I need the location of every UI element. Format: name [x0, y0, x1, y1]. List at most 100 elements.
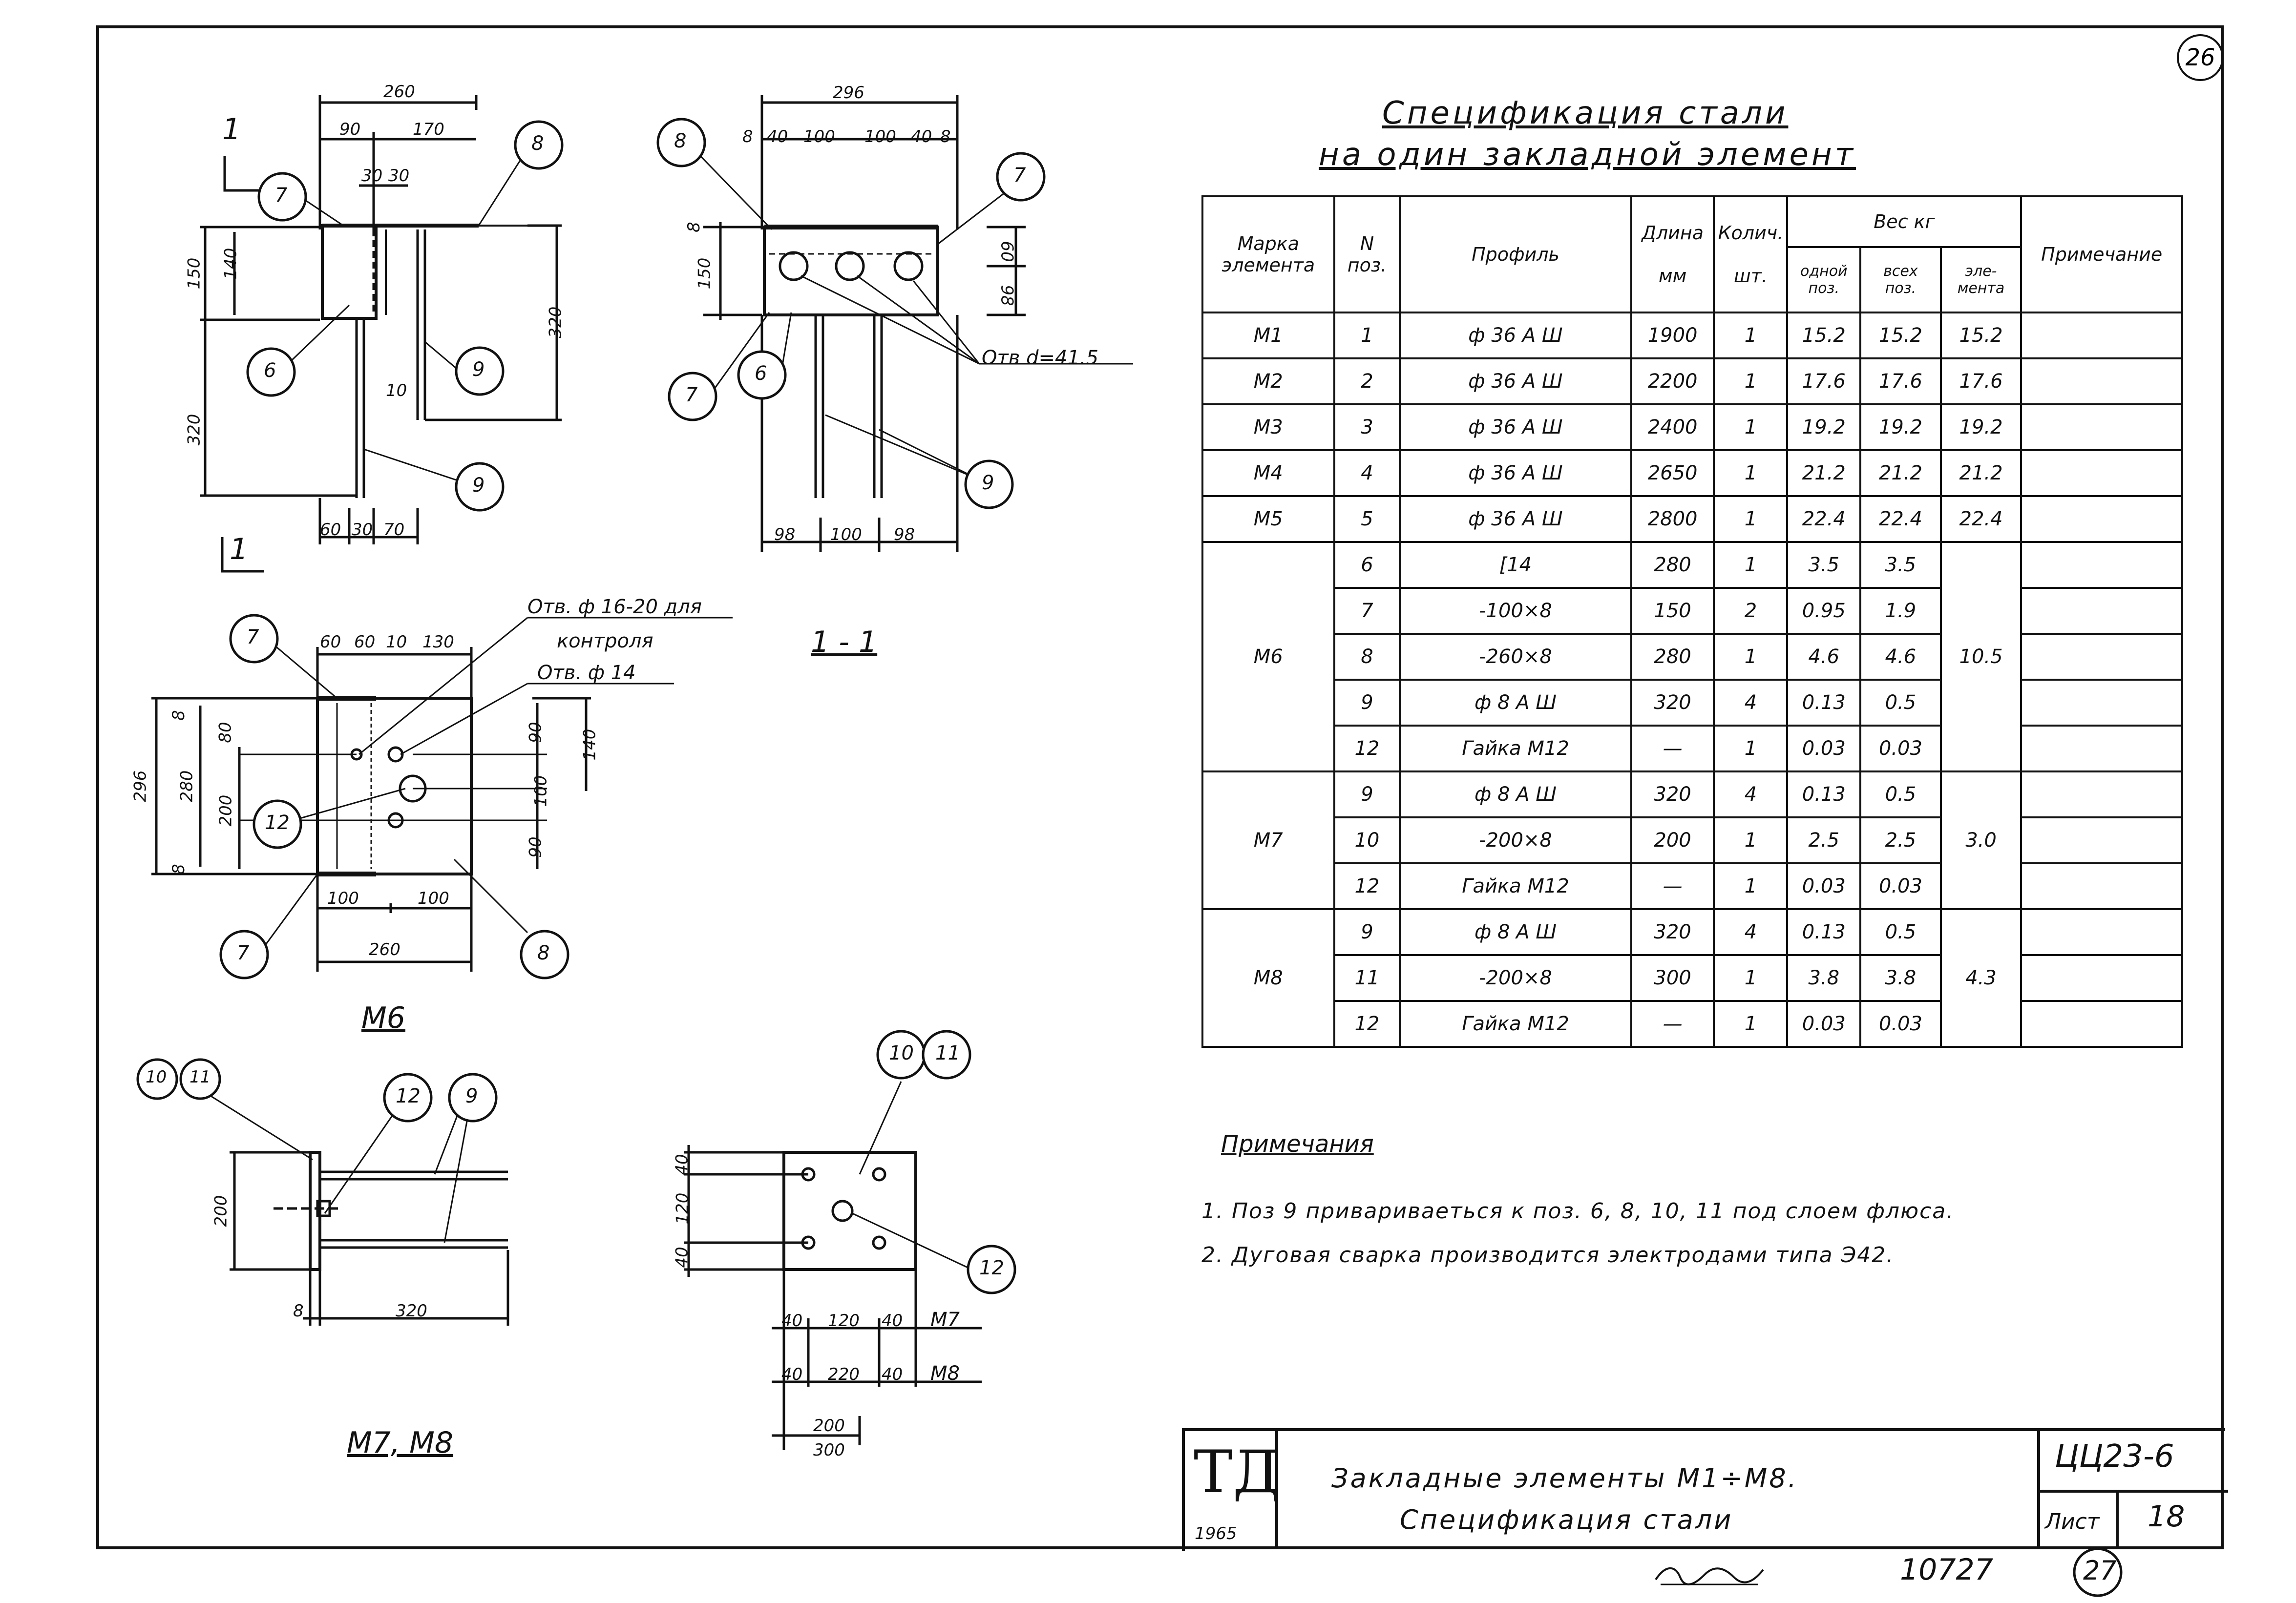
note-2: 2. Дуговая сварка производится электрода… — [1201, 1243, 1895, 1268]
cell-pos: 9 — [1333, 770, 1401, 818]
balloon-8: 8 — [674, 130, 687, 152]
dim-100a: 100 — [803, 127, 835, 146]
cell-qty: 4 — [1713, 908, 1789, 956]
note-1: 1. Поз 9 привариваеться к поз. 6, 8, 10,… — [1201, 1199, 1955, 1224]
cell-mark: М8 — [1201, 908, 1335, 1048]
cell-pos: 4 — [1333, 449, 1401, 497]
cell-qty: 1 — [1713, 312, 1789, 359]
dim-8a: 8 — [742, 127, 753, 146]
cell-qty: 1 — [1713, 449, 1789, 497]
m6-dim-100: 100 — [531, 775, 551, 807]
caption-m6: М6 — [361, 1001, 405, 1035]
cell-weight-element: 21.2 — [1939, 449, 2022, 497]
cell-note — [2020, 816, 2183, 864]
dim-98c: 98 — [894, 525, 915, 544]
sheet-frame — [96, 25, 2224, 1549]
cell-qty: 1 — [1713, 862, 1789, 910]
cell-profile: Гайка М12 — [1399, 725, 1632, 772]
plate-label-m8: М8 — [930, 1362, 960, 1385]
title-block-logo-cell: ТД 1965 — [1185, 1431, 1281, 1548]
m6-dim-260: 260 — [369, 940, 400, 959]
cell-qty: 1 — [1713, 816, 1789, 864]
cell-length: 150 — [1630, 587, 1715, 635]
balloon-8: 8 — [531, 132, 544, 155]
cell-weight-one: 0.03 — [1786, 1000, 1862, 1048]
spec-title-line1: Спецификация стали — [1382, 95, 1789, 131]
cell-pos: 12 — [1333, 862, 1401, 910]
view-front-section — [693, 95, 1133, 552]
m6-dim-280: 280 — [177, 770, 197, 802]
cell-length: 280 — [1630, 633, 1715, 681]
title-block-line2: Спецификация стали — [1400, 1504, 1733, 1535]
dim-150: 150 — [184, 257, 204, 290]
signature — [1655, 1567, 1764, 1585]
cell-weight-one: 22.4 — [1786, 495, 1862, 543]
cell-weight-one: 0.13 — [1786, 908, 1862, 956]
m7-dim-8: 8 — [293, 1301, 304, 1321]
cell-pos: 3 — [1333, 403, 1401, 451]
m6-dim-200: 200 — [216, 794, 236, 827]
cell-profile: -100×8 — [1399, 587, 1632, 635]
cell-profile: ф 36 А Ш — [1399, 449, 1632, 497]
view-side-elevation — [200, 95, 562, 573]
drawing-code: ЦЦ23-6 — [2055, 1438, 2174, 1475]
cell-weight-all: 0.5 — [1859, 770, 1942, 818]
dim-320b: 320 — [184, 414, 204, 446]
balloon-12: 12 — [396, 1085, 421, 1107]
plate-dim-300: 300 — [813, 1440, 845, 1460]
title-block-logo: ТД — [1194, 1438, 1281, 1506]
cell-mark: М6 — [1201, 541, 1335, 772]
cell-weight-all: 1.9 — [1859, 587, 1942, 635]
cell-note — [2020, 954, 2183, 1002]
cell-weight-one: 2.5 — [1786, 816, 1862, 864]
plate-label-m7: М7 — [930, 1309, 960, 1331]
m6-dim-100b: 100 — [327, 889, 359, 908]
cell-length: 280 — [1630, 541, 1715, 589]
header-weight-element: эле-мента — [1939, 246, 2022, 313]
header-note: Примечание — [2020, 195, 2183, 313]
cell-pos: 8 — [1333, 633, 1401, 681]
title-block: ТД 1965 Закладные элементы М1÷М8. Специф… — [1182, 1428, 2228, 1551]
cell-length: 320 — [1630, 679, 1715, 727]
cell-weight-all: 17.6 — [1859, 357, 1942, 405]
balloons — [136, 118, 1046, 1294]
cell-note — [2020, 1000, 2183, 1048]
cell-qty: 2 — [1713, 587, 1789, 635]
plate-dim-40a: 40 — [672, 1154, 692, 1175]
sheet-number: 18 — [2148, 1499, 2185, 1534]
m6-dim-10: 10 — [386, 632, 407, 652]
cell-profile: ф 8 А Ш — [1399, 908, 1632, 956]
cell-profile: ф 36 А Ш — [1399, 357, 1632, 405]
cell-pos: 1 — [1333, 312, 1401, 359]
cell-weight-one: 17.6 — [1786, 357, 1862, 405]
cell-length: 2200 — [1630, 357, 1715, 405]
cell-profile: ф 8 А Ш — [1399, 770, 1632, 818]
balloon-10: 10 — [889, 1042, 914, 1064]
cell-note — [2020, 908, 2183, 956]
cell-qty: 1 — [1713, 403, 1789, 451]
cell-note — [2020, 862, 2183, 910]
cell-profile: -200×8 — [1399, 816, 1632, 864]
cell-pos: 5 — [1333, 495, 1401, 543]
view-m6-plan — [151, 617, 733, 972]
title-block-year: 1965 — [1195, 1524, 1237, 1543]
cell-length: 2400 — [1630, 403, 1715, 451]
m7-dim-320: 320 — [396, 1301, 427, 1321]
cell-length: — — [1630, 1000, 1715, 1048]
cell-weight-one: 0.95 — [1786, 587, 1862, 635]
balloon-12: 12 — [979, 1257, 1004, 1279]
cell-note — [2020, 495, 2183, 543]
title-block-divider — [2040, 1490, 2228, 1493]
hole-label-d41: Отв d=41.5 — [982, 347, 1099, 369]
dim-70: 70 — [383, 520, 405, 540]
m6-dim-140: 140 — [580, 729, 600, 761]
section-mark-top: 1 — [222, 112, 241, 146]
plate-dim-120: 120 — [673, 1192, 693, 1225]
title-block-right: ЦЦ23-6 Лист 18 — [2037, 1431, 2228, 1548]
